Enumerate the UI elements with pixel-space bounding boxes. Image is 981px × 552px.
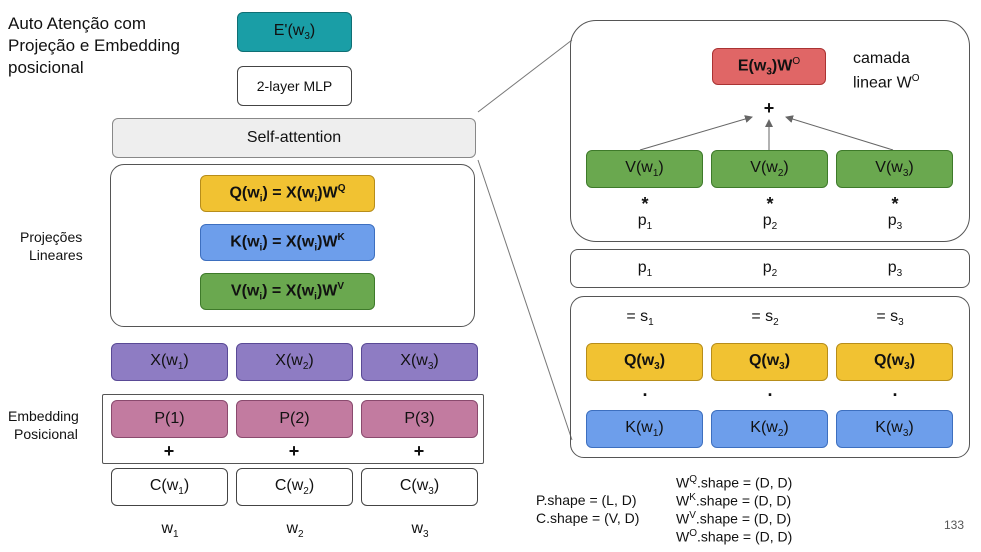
self-attention-label: Self-attention — [246, 129, 342, 146]
x-box-1: X(w1) — [111, 343, 228, 381]
self-attention-box: Self-attention — [112, 118, 476, 158]
k-box-3: K(w3) — [836, 410, 953, 448]
word-2: w2 — [286, 520, 304, 541]
v-label-1: V(w1) — [625, 158, 664, 180]
projections-label-1: Projeções — [20, 229, 83, 245]
e-output-box: E(w3)WO — [712, 48, 826, 85]
p-shape-text: P.shape = (L, D) — [536, 492, 637, 508]
x-label-2: X(w2) — [275, 351, 314, 373]
x-box-3: X(w3) — [361, 343, 478, 381]
dot-1: . — [642, 380, 648, 400]
star-1: * — [641, 194, 649, 214]
wk-shape-text: WK.shape = (D, D) — [676, 492, 792, 509]
wq-shape-text: WQ.shape = (D, D) — [676, 474, 793, 491]
v-label-3: V(w3) — [875, 158, 914, 180]
v-box-2: V(w2) — [711, 150, 828, 188]
p-row-frame — [570, 249, 970, 288]
p-label-3: P(3) — [404, 410, 435, 427]
zoom-line-top — [477, 39, 573, 113]
x-box-2: X(w2) — [236, 343, 353, 381]
plus-2: + — [288, 441, 300, 461]
plus-1: + — [163, 441, 175, 461]
c-box-3: C(w3) — [361, 468, 478, 506]
k-label-2: K(w2) — [750, 418, 789, 440]
word-3: w3 — [411, 520, 429, 541]
title-line-2: Projeção e Embedding — [8, 36, 181, 55]
sum-plus: + — [763, 98, 775, 118]
v-label-2: V(w2) — [750, 158, 789, 180]
projections-frame — [110, 164, 475, 327]
camada-line-2: linear WO — [853, 73, 920, 92]
output-frame — [570, 20, 970, 242]
v-projection-label: V(wi) = X(wi)WV — [230, 280, 345, 303]
embedding-label-1: Embedding — [8, 408, 79, 424]
q-label-2: Q(w3) — [748, 351, 791, 373]
p-weight-2: p2 — [762, 212, 778, 233]
v-projection-box: V(wi) = X(wi)WV — [200, 273, 375, 310]
plus-3: + — [413, 441, 425, 461]
c-label-2: C(w2) — [274, 476, 315, 498]
wv-shape-text: WV.shape = (D, D) — [676, 510, 792, 527]
k-label-1: K(w1) — [625, 418, 664, 440]
x-label-3: X(w3) — [400, 351, 439, 373]
title-line-1: Auto Atenção com — [8, 14, 146, 33]
embedding-label-2: Posicional — [14, 426, 78, 442]
c-box-1: C(w1) — [111, 468, 228, 506]
v-box-1: V(w1) — [586, 150, 703, 188]
q-label-1: Q(w3) — [623, 351, 666, 373]
c-label-3: C(w3) — [399, 476, 440, 498]
q-box-3: Q(w3) — [836, 343, 953, 381]
p-label-1: P(1) — [154, 410, 185, 427]
score-frame — [570, 296, 970, 458]
p-box-1: P(1) — [111, 400, 228, 438]
output-embedding-label: E'(w3) — [273, 21, 316, 43]
mlp-box: 2-layer MLP — [237, 66, 352, 106]
q-projection-label: Q(wi) = X(wi)WQ — [229, 182, 346, 205]
camada-line-1: camada — [853, 50, 910, 67]
p-weight-3: p3 — [887, 212, 903, 233]
q-box-2: Q(w3) — [711, 343, 828, 381]
p-box-3: P(3) — [361, 400, 478, 438]
star-3: * — [891, 194, 899, 214]
mlp-label: 2-layer MLP — [256, 78, 333, 94]
k-box-2: K(w2) — [711, 410, 828, 448]
wo-shape-text: WO.shape = (D, D) — [676, 528, 793, 545]
p-mid-2: p2 — [762, 259, 778, 280]
v-box-3: V(w3) — [836, 150, 953, 188]
word-1: w1 — [161, 520, 179, 541]
zoom-line-bottom — [477, 159, 573, 441]
p-mid-1: p1 — [637, 259, 653, 280]
projections-label-2: Lineares — [29, 247, 83, 263]
x-label-1: X(w1) — [150, 351, 189, 373]
e-output-label: E(w3)WO — [737, 55, 801, 78]
k-projection-label: K(wi) = X(wi)WK — [230, 231, 345, 254]
page-number: 133 — [944, 518, 965, 532]
star-2: * — [766, 194, 774, 214]
score-2: = s2 — [751, 308, 779, 329]
k-label-3: K(w3) — [875, 418, 914, 440]
c-label-1: C(w1) — [149, 476, 190, 498]
c-box-2: C(w2) — [236, 468, 353, 506]
q-label-3: Q(w3) — [873, 351, 916, 373]
score-1: = s1 — [626, 308, 654, 329]
score-3: = s3 — [876, 308, 904, 329]
output-embedding-box: E'(w3) — [237, 12, 352, 52]
p-box-2: P(2) — [236, 400, 353, 438]
dot-2: . — [767, 380, 773, 400]
k-projection-box: K(wi) = X(wi)WK — [200, 224, 375, 261]
p-weight-1: p1 — [637, 212, 653, 233]
dot-3: . — [892, 380, 898, 400]
q-box-1: Q(w3) — [586, 343, 703, 381]
title-line-3: posicional — [8, 58, 84, 77]
q-projection-box: Q(wi) = X(wi)WQ — [200, 175, 375, 212]
p-label-2: P(2) — [279, 410, 310, 427]
p-mid-3: p3 — [887, 259, 903, 280]
k-box-1: K(w1) — [586, 410, 703, 448]
c-shape-text: C.shape = (V, D) — [536, 510, 640, 526]
